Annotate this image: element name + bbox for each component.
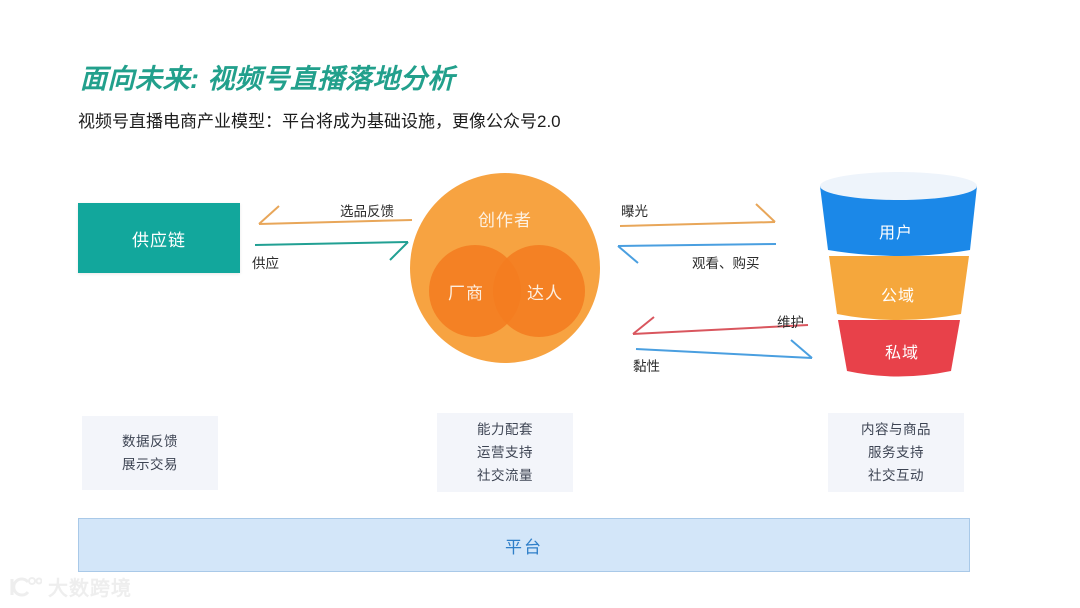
manufacturer-label: 厂商 (448, 284, 484, 303)
influencer-label: 达人 (527, 284, 563, 303)
page-subtitle: 视频号直播电商产业模型：平台将成为基础设施，更像公众号2.0 (78, 112, 561, 131)
funnel-layer-private-domain (838, 320, 960, 377)
page-title: 面向未来: 视频号直播落地分析 (80, 64, 455, 94)
funnel-layer-public-domain (829, 256, 969, 320)
arrow-label-maintenance: 维护 (777, 315, 804, 330)
info-line: 能力配套 (477, 422, 533, 437)
platform-bar: 平台 (78, 518, 970, 572)
arrow-label-supply: 供应 (252, 256, 279, 271)
user-funnel (820, 172, 977, 377)
info-line: 展示交易 (122, 457, 178, 472)
funnel-label-public-domain: 公域 (880, 288, 915, 305)
info-line: 社交流量 (477, 468, 533, 483)
funnel-label-user: 用户 (878, 225, 913, 242)
funnel-lid (820, 172, 977, 200)
funnel-label-private-domain: 私域 (884, 345, 919, 362)
info-line: 运营支持 (477, 445, 533, 460)
info-line: 服务支持 (868, 445, 924, 460)
info-box-user: 内容与商品 服务支持 社交互动 (828, 413, 964, 492)
platform-label: 平台 (505, 537, 543, 557)
info-line: 内容与商品 (861, 422, 931, 437)
watermark-text: 大数跨境 (48, 578, 132, 600)
watermark: 大数跨境 (8, 572, 132, 601)
arrow-label-stickiness: 黏性 (633, 359, 660, 374)
info-box-creator: 能力配套 运营支持 社交流量 (437, 413, 573, 492)
creator-label: 创作者 (478, 211, 532, 230)
info-line: 社交互动 (868, 468, 924, 483)
supply-chain-box: 供应链 (78, 203, 240, 273)
funnel-layer-user (820, 186, 977, 256)
info-line: 数据反馈 (122, 434, 178, 449)
arrow-stickiness (635, 339, 813, 359)
supply-chain-label: 供应链 (132, 230, 186, 250)
arrow-label-exposure: 曝光 (621, 204, 648, 219)
info-box-supply-chain: 数据反馈 展示交易 (82, 416, 218, 490)
arrow-label-product-feedback: 选品反馈 (340, 204, 394, 219)
brand-logo-icon (10, 576, 42, 596)
influencer-circle (493, 245, 585, 337)
arrow-label-watch-purchase: 观看、购买 (692, 256, 760, 271)
